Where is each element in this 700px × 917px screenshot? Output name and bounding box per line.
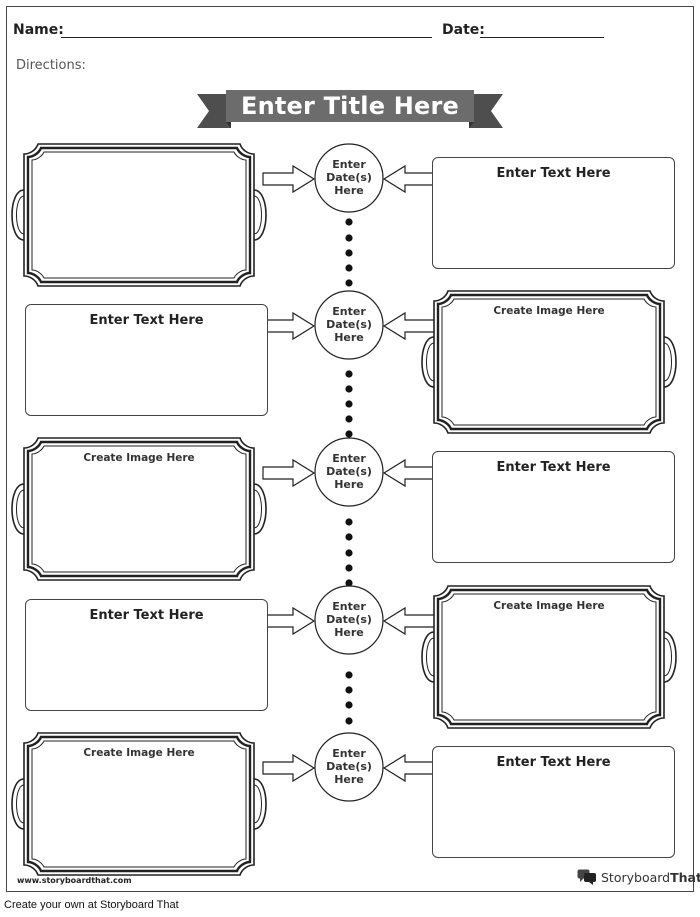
text-box[interactable]: Enter Text Here bbox=[432, 746, 675, 858]
image-frame-label[interactable]: Create Image Here bbox=[83, 452, 195, 464]
arrow-left-icon bbox=[383, 754, 436, 782]
logo-text-storyboard: Storyboard bbox=[601, 869, 671, 885]
worksheet-title[interactable]: Enter Title Here bbox=[240, 92, 460, 120]
arrow-left-icon bbox=[383, 165, 436, 193]
timeline-dot bbox=[345, 686, 353, 694]
timeline-dot bbox=[345, 533, 353, 541]
create-your-own-link[interactable]: Create your own at Storyboard That bbox=[4, 899, 179, 911]
date-label-line: Here bbox=[334, 184, 364, 197]
worksheet-border bbox=[6, 6, 694, 892]
text-box[interactable]: Enter Text Here bbox=[432, 451, 675, 563]
text-box-title: Enter Text Here bbox=[89, 313, 204, 328]
date-circle bbox=[314, 290, 384, 360]
date-label-line: Enter bbox=[332, 452, 366, 465]
date-label-line: Here bbox=[334, 478, 364, 491]
footer-url: www.storyboardthat.com bbox=[17, 876, 132, 885]
date-label-line: Enter bbox=[332, 600, 366, 613]
name-label: Name: bbox=[13, 22, 64, 38]
arrow-right-icon bbox=[262, 165, 315, 193]
image-frame-label[interactable]: Create Image Here bbox=[493, 600, 605, 612]
title-banner bbox=[197, 90, 503, 128]
date-label-line: Date(s) bbox=[326, 613, 372, 626]
timeline-dot bbox=[345, 430, 353, 438]
timeline-dot bbox=[345, 234, 353, 242]
logo-text-that: That bbox=[670, 869, 700, 885]
date-label-line: Enter bbox=[332, 158, 366, 171]
date-label-line: Enter bbox=[332, 305, 366, 318]
timeline-dot bbox=[345, 518, 353, 526]
date-circle bbox=[314, 143, 384, 213]
arrow-right-icon bbox=[262, 459, 315, 487]
text-box-title: Enter Text Here bbox=[89, 608, 204, 623]
date-circle bbox=[314, 732, 384, 802]
arrow-right-icon bbox=[262, 607, 315, 635]
text-box[interactable]: Enter Text Here bbox=[25, 304, 268, 416]
timeline-dot bbox=[345, 370, 353, 378]
date-label-line: Date(s) bbox=[326, 318, 372, 331]
text-box-title: Enter Text Here bbox=[496, 755, 611, 770]
timeline-dot bbox=[345, 415, 353, 423]
date-label-line: Date(s) bbox=[326, 171, 372, 184]
timeline-dot bbox=[345, 671, 353, 679]
directions-label: Directions: bbox=[16, 58, 86, 73]
arrow-left-icon bbox=[383, 607, 436, 635]
text-box-title: Enter Text Here bbox=[496, 166, 611, 181]
image-frame-label[interactable]: Create Image Here bbox=[493, 305, 605, 317]
date-label-line: Date(s) bbox=[326, 760, 372, 773]
text-box[interactable]: Enter Text Here bbox=[432, 157, 675, 269]
timeline-dot bbox=[345, 279, 353, 287]
date-label-line: Here bbox=[334, 331, 364, 344]
image-frame bbox=[10, 142, 268, 288]
date-label: Date: bbox=[442, 22, 485, 38]
timeline-dot bbox=[345, 549, 353, 557]
timeline-dot bbox=[345, 264, 353, 272]
timeline-dot bbox=[345, 218, 353, 226]
timeline-dot bbox=[345, 385, 353, 393]
name-field-line[interactable] bbox=[61, 37, 432, 38]
arrow-left-icon bbox=[383, 459, 436, 487]
text-box[interactable]: Enter Text Here bbox=[25, 599, 268, 711]
date-circle bbox=[314, 437, 384, 507]
image-frame-label[interactable]: Create Image Here bbox=[83, 747, 195, 759]
date-field-line[interactable] bbox=[480, 37, 604, 38]
timeline-dot bbox=[345, 717, 353, 725]
arrow-left-icon bbox=[383, 312, 436, 340]
date-label-line: Enter bbox=[332, 747, 366, 760]
date-circle bbox=[314, 585, 384, 655]
timeline-dot bbox=[345, 701, 353, 709]
date-label-line: Here bbox=[334, 626, 364, 639]
timeline-dot bbox=[345, 400, 353, 408]
timeline-dot bbox=[345, 249, 353, 257]
speech-bubbles-icon bbox=[577, 869, 596, 885]
date-label-line: Here bbox=[334, 773, 364, 786]
text-box-title: Enter Text Here bbox=[496, 460, 611, 475]
arrow-right-icon bbox=[262, 754, 315, 782]
date-label-line: Date(s) bbox=[326, 465, 372, 478]
storyboardthat-logo: StoryboardThat bbox=[577, 868, 700, 886]
timeline-dot bbox=[345, 564, 353, 572]
timeline-dot bbox=[345, 579, 353, 587]
arrow-right-icon bbox=[262, 312, 315, 340]
